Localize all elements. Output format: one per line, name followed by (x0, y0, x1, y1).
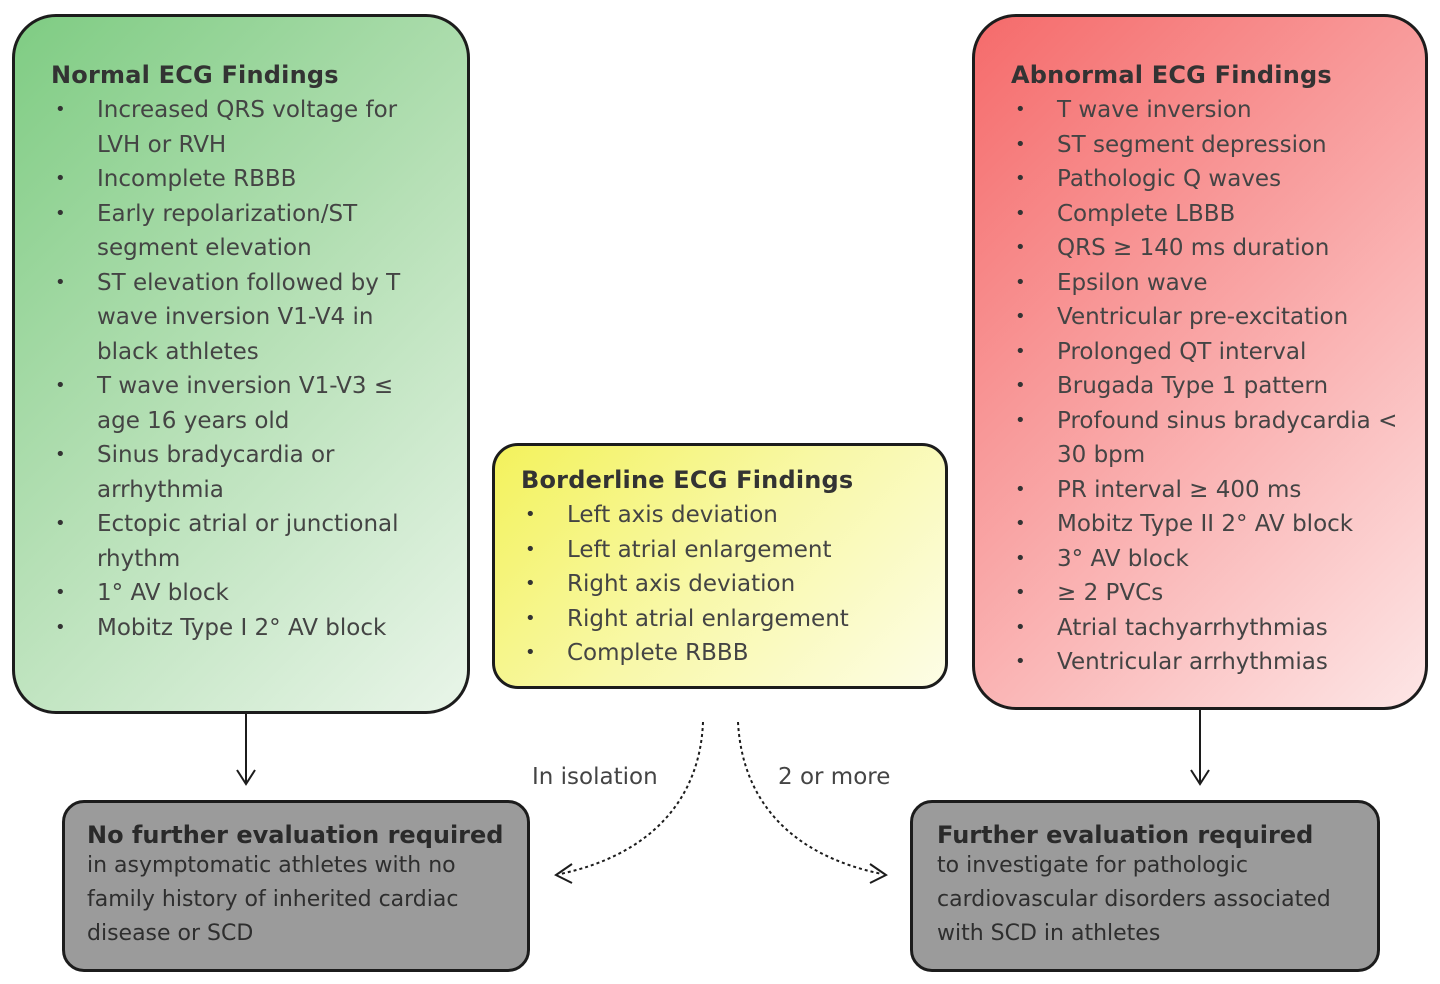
finding-item: Left axis deviation (521, 498, 927, 533)
finding-item: 1° AV block (51, 576, 437, 611)
finding-item: ST elevation followed by T wave inversio… (51, 266, 437, 370)
finding-item: Sinus bradycardia or arrhythmia (51, 438, 437, 507)
finding-item: Atrial tachyarrhythmias (1011, 611, 1405, 646)
abnormal-ecg-findings-box: Abnormal ECG Findings T wave inversionST… (972, 14, 1428, 710)
borderline-two-or-more-arrow (737, 721, 888, 884)
finding-item: Right atrial enlargement (521, 602, 927, 637)
finding-item: Ectopic atrial or junctional rhythm (51, 507, 437, 576)
finding-item: Ventricular pre-excitation (1011, 300, 1405, 335)
finding-item: Profound sinus bradycardia < 30 bpm (1011, 404, 1405, 473)
finding-item: Mobitz Type II 2° AV block (1011, 507, 1405, 542)
finding-item: 3° AV block (1011, 542, 1405, 577)
finding-item: Increased QRS voltage for LVH or RVH (51, 93, 437, 162)
finding-item: ST segment depression (1011, 128, 1405, 163)
normal-findings-title: Normal ECG Findings (51, 61, 339, 89)
borderline-in-isolation-arrow (554, 721, 704, 884)
abnormal-findings-title: Abnormal ECG Findings (1011, 61, 1332, 89)
finding-item: Brugada Type 1 pattern (1011, 369, 1405, 404)
borderline-findings-title: Borderline ECG Findings (521, 466, 854, 494)
finding-item: ≥ 2 PVCs (1011, 576, 1405, 611)
no-further-evaluation-box: No further evaluation required in asympt… (62, 800, 530, 972)
borderline-ecg-findings-box: Borderline ECG Findings Left axis deviat… (492, 443, 948, 689)
no-further-text: in asymptomatic athletes with no family … (87, 853, 459, 946)
finding-item: T wave inversion (1011, 93, 1405, 128)
normal-to-no-further-arrow (236, 714, 256, 786)
further-title: Further evaluation required (937, 821, 1314, 849)
in-isolation-label: In isolation (532, 764, 658, 790)
finding-item: Prolonged QT interval (1011, 335, 1405, 370)
abnormal-to-further-arrow (1190, 710, 1210, 786)
further-text: to investigate for pathologic cardiovasc… (937, 853, 1331, 946)
normal-findings-list: Increased QRS voltage for LVH or RVHInco… (51, 93, 437, 645)
finding-item: Ventricular arrhythmias (1011, 645, 1405, 680)
finding-item: Incomplete RBBB (51, 162, 437, 197)
borderline-findings-list: Left axis deviationLeft atrial enlargeme… (521, 498, 927, 671)
two-or-more-label: 2 or more (778, 764, 891, 790)
finding-item: Pathologic Q waves (1011, 162, 1405, 197)
no-further-title: No further evaluation required (87, 821, 504, 849)
finding-item: PR interval ≥ 400 ms (1011, 473, 1405, 508)
finding-item: Complete RBBB (521, 636, 927, 671)
further-evaluation-box: Further evaluation required to investiga… (910, 800, 1380, 972)
abnormal-findings-list: T wave inversionST segment depressionPat… (1011, 93, 1405, 680)
finding-item: Epsilon wave (1011, 266, 1405, 301)
finding-item: Mobitz Type I 2° AV block (51, 611, 437, 646)
finding-item: QRS ≥ 140 ms duration (1011, 231, 1405, 266)
normal-ecg-findings-box: Normal ECG Findings Increased QRS voltag… (12, 14, 470, 714)
finding-item: Complete LBBB (1011, 197, 1405, 232)
finding-item: T wave inversion V1-V3 ≤ age 16 years ol… (51, 369, 437, 438)
finding-item: Right axis deviation (521, 567, 927, 602)
finding-item: Left atrial enlargement (521, 533, 927, 568)
finding-item: Early repolarization/ST segment elevatio… (51, 197, 437, 266)
